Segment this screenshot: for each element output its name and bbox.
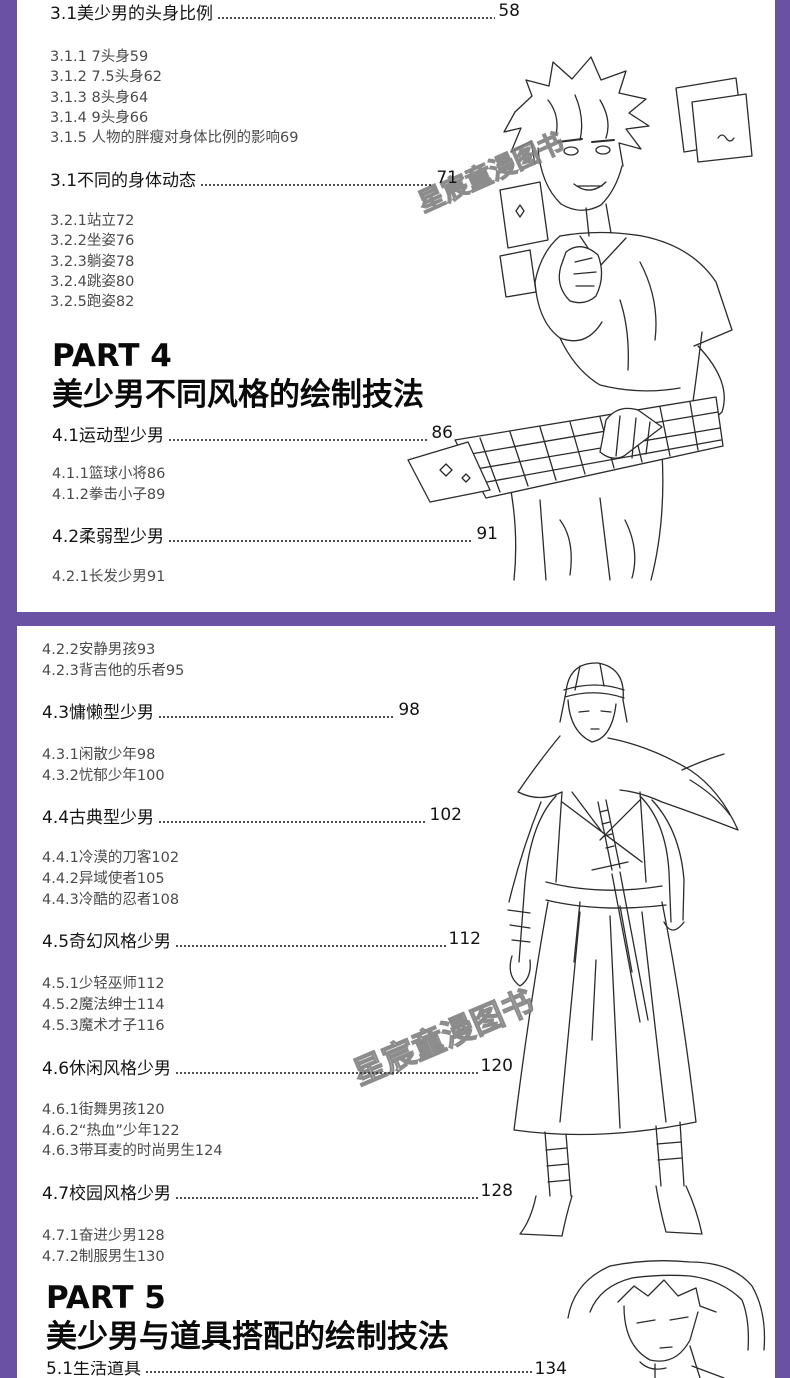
part-title: 美少男不同风格的绘制技法 xyxy=(52,377,424,413)
toc-heading-row: 3.1美少男的头身比例 58 xyxy=(50,3,520,25)
toc-subitem: 4.1.1篮球小将86 xyxy=(52,466,166,482)
toc-heading-row: 3.1不同的身体动态 71 xyxy=(50,170,458,192)
toc-subitem: 3.1.2 7.5头身62 xyxy=(50,69,163,86)
toc-subitem-list: 4.5.1少轻巫师112 4.5.2魔法绅士114 4.5.3魔术才子116 xyxy=(42,974,165,1037)
illustrations-bottom-page xyxy=(507,662,766,1378)
toc-heading-page: 86 xyxy=(431,425,453,443)
part-title: 美少男与道具搭配的绘制技法 xyxy=(46,1319,449,1355)
toc-heading-title: 5.1生活道具 xyxy=(46,1361,142,1378)
toc-heading-page: 128 xyxy=(480,1183,513,1201)
toc-subitem: 3.2.3躺姿78 xyxy=(50,253,135,270)
dot-leader xyxy=(175,1071,478,1075)
dot-leader xyxy=(200,183,434,187)
toc-subitem: 3.1.3 8头身64 xyxy=(50,89,149,106)
toc-subitem: 4.7.1奋进少男128 xyxy=(42,1228,165,1244)
toc-page-bottom: 星宸童漫图书 4.2.2安静男孩93 4.2.3背吉他的乐者95 4.3慵懒型少… xyxy=(17,626,775,1378)
toc-subitem-list: 4.2.2安静男孩93 4.2.3背吉他的乐者95 xyxy=(42,640,184,682)
toc-subitem-list: 4.1.1篮球小将86 4.1.2拳击小子89 xyxy=(52,464,165,506)
dot-leader xyxy=(175,1196,478,1200)
toc-subitem-list: 3.2.1站立72 3.2.2坐姿76 3.2.3躺姿78 3.2.4跳姿80 … xyxy=(50,211,134,312)
fan-of-cards xyxy=(407,396,724,503)
part-label: PART 5 xyxy=(46,1280,166,1316)
toc-subitem: 4.6.3带耳麦的时尚男生124 xyxy=(42,1143,223,1159)
toc-subitem: 3.2.1站立72 xyxy=(50,213,135,229)
toc-subitem: 4.2.1长发少男91 xyxy=(52,569,166,585)
boy-head xyxy=(503,56,650,237)
toc-heading-title: 4.2柔弱型少男 xyxy=(52,527,165,547)
toc-subitem: 4.2.3背吉他的乐者95 xyxy=(42,663,185,679)
toc-subitem: 4.5.3魔术才子116 xyxy=(42,1018,165,1034)
toc-subitem: 4.3.2忧郁少年100 xyxy=(42,767,165,784)
dot-leader xyxy=(158,715,396,719)
dot-leader xyxy=(168,539,474,543)
part-label: PART 4 xyxy=(52,338,172,374)
toc-subitem: 3.2.2坐姿76 xyxy=(50,233,135,250)
toc-heading-title: 4.6休闲风格少男 xyxy=(42,1059,172,1079)
toc-subitem: 3.2.5跑姿82 xyxy=(50,294,135,311)
toc-page-top: 星宸童漫图书 3.1美少男的头身比例 58 3.1.1 7头身59 3.1.2 … xyxy=(17,0,775,612)
toc-heading-page: 120 xyxy=(480,1058,513,1076)
toc-subitem: 4.6.2“热血”少年122 xyxy=(42,1122,180,1139)
toc-subitem: 4.4.1冷漠的刀客102 xyxy=(42,850,180,866)
toc-heading-page: 112 xyxy=(448,931,481,949)
illustration-boy-arms-raised xyxy=(567,1260,766,1378)
toc-subitem-list: 4.4.1冷漠的刀客102 4.4.2异域使者105 4.4.3冷酷的忍者108 xyxy=(42,848,179,911)
toc-subitem-list: 4.6.1街舞男孩120 4.6.2“热血”少年122 4.6.3带耳麦的时尚男… xyxy=(42,1100,223,1162)
toc-heading-title: 3.1不同的身体动态 xyxy=(50,171,197,191)
toc-heading-row: 4.6休闲风格少男 120 xyxy=(42,1058,513,1080)
toc-heading-title: 4.4古典型少男 xyxy=(42,808,155,828)
toc-subitem: 3.1.4 9头身66 xyxy=(50,109,149,126)
toc-subitem-list: 4.2.1长发少男91 xyxy=(52,567,165,588)
toc-subitem-list: 4.3.1闲散少年98 4.3.2忧郁少年100 xyxy=(42,745,165,786)
toc-subitem: 4.1.2拳击小子89 xyxy=(52,487,166,503)
toc-heading-page: 71 xyxy=(436,170,458,188)
toc-heading-title: 4.5奇幻风格少男 xyxy=(42,932,172,952)
toc-subitem: 4.4.3冷酷的忍者108 xyxy=(42,892,180,908)
toc-subitem: 4.5.2魔法绅士114 xyxy=(42,997,165,1013)
toc-subitem: 3.1.5 人物的胖瘦对身体比例的影响69 xyxy=(50,130,299,147)
toc-heading-page: 91 xyxy=(476,526,498,544)
toc-subitem-list: 4.7.1奋进少男128 4.7.2制服男生130 xyxy=(42,1226,165,1268)
toc-heading-title: 4.1运动型少男 xyxy=(52,426,165,446)
toc-heading-title: 4.7校园风格少男 xyxy=(42,1184,172,1204)
toc-heading-row: 4.3慵懒型少男 98 xyxy=(42,702,420,724)
toc-heading-page: 98 xyxy=(398,702,420,720)
toc-heading-page: 58 xyxy=(498,3,520,21)
dot-leader xyxy=(217,16,496,20)
toc-subitem: 4.3.1闲散少年98 xyxy=(42,747,156,763)
toc-subitem: 4.7.2制服男生130 xyxy=(42,1249,165,1265)
toc-subitem: 3.1.1 7头身59 xyxy=(50,49,149,65)
toc-heading-title: 3.1美少男的头身比例 xyxy=(50,4,214,24)
toc-heading-row: 4.4古典型少男 102 xyxy=(42,807,462,829)
toc-subitem: 4.5.1少轻巫师112 xyxy=(42,976,165,992)
dot-leader xyxy=(145,1370,532,1374)
toc-heading-row: 4.7校园风格少男 128 xyxy=(42,1183,513,1205)
toc-subitem: 4.2.2安静男孩93 xyxy=(42,642,156,658)
toc-heading-row: 5.1生活道具 134 xyxy=(46,1361,567,1378)
dot-leader xyxy=(175,944,446,948)
toc-subitem: 3.2.4跳姿80 xyxy=(50,273,135,290)
toc-heading-row: 4.5奇幻风格少男 112 xyxy=(42,931,481,953)
toc-heading-row: 4.1运动型少男 86 xyxy=(52,425,453,447)
dot-leader xyxy=(158,820,427,824)
dot-leader xyxy=(168,438,429,442)
playing-cards-in-hand xyxy=(499,181,549,298)
toc-heading-title: 4.3慵懒型少男 xyxy=(42,703,155,723)
playing-cards-top xyxy=(675,77,753,163)
toc-subitem: 4.6.1街舞男孩120 xyxy=(42,1102,165,1118)
toc-subitem-list: 3.1.1 7头身59 3.1.2 7.5头身62 3.1.3 8头身64 3.… xyxy=(50,47,298,148)
toc-heading-page: 134 xyxy=(534,1361,567,1378)
toc-heading-row: 4.2柔弱型少男 91 xyxy=(52,526,498,548)
toc-subitem: 4.4.2异域使者105 xyxy=(42,871,165,887)
toc-heading-page: 102 xyxy=(429,807,462,825)
illustration-boy-with-cards xyxy=(407,56,753,581)
illustration-ninja-swordsman xyxy=(507,662,739,1237)
